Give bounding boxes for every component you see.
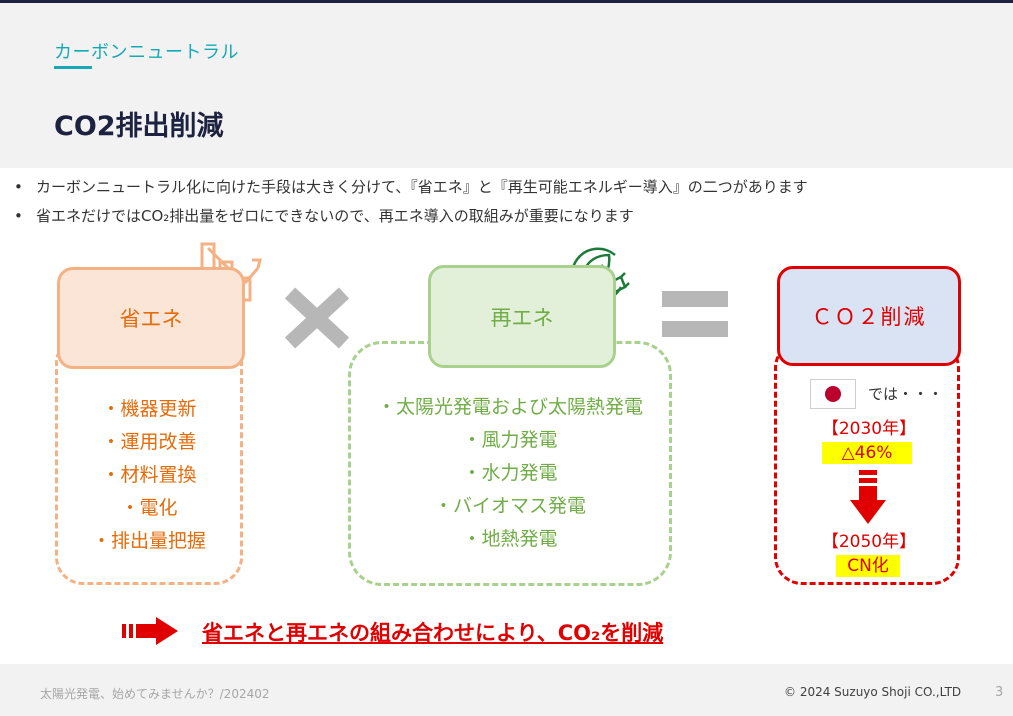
list-item: ・機器更新 [101, 398, 197, 420]
header-band [0, 3, 1013, 168]
list-item: ・運用改善 [101, 431, 197, 453]
energy-saving-label: 省エネ [57, 267, 245, 369]
footer-title: 太陽光発電、始めてみませんか？/202402 [40, 687, 270, 701]
year-2050: 【2050年】 [821, 532, 917, 552]
top-bar [0, 0, 1013, 3]
list-item: ・水力発電 [462, 462, 558, 484]
page-title: CO2排出削減 [54, 111, 224, 142]
conclusion-text: 省エネと再エネの組み合わせにより、CO₂を削減 [202, 621, 664, 645]
energy-saving-list: ・機器更新 ・運用改善 ・材料置換 ・電化 ・排出量把握 [57, 393, 241, 558]
down-arrow-icon [850, 470, 886, 524]
bullet-dot: • [14, 207, 23, 225]
year-2030: 【2030年】 [821, 419, 917, 439]
equals-icon [662, 291, 728, 337]
japan-suffix: では・・・ [868, 385, 944, 403]
renewable-list: ・太陽光発電および太陽熱発電 ・風力発電 ・水力発電 ・バイオマス発電 ・地熱発… [352, 391, 668, 556]
bullet-item: • カーボンニュートラル化に向けた手段は大きく分けて、『省エネ』と『再生可能エネル… [14, 173, 808, 202]
bullet-text: カーボンニュートラル化に向けた手段は大きく分けて、『省エネ』と『再生可能エネルギ… [36, 178, 808, 196]
target-2050: CN化 [836, 555, 900, 577]
multiply-icon [284, 287, 350, 349]
renewable-label: 再エネ [428, 265, 616, 368]
bullet-list: • カーボンニュートラル化に向けた手段は大きく分けて、『省エネ』と『再生可能エネル… [14, 173, 808, 231]
list-item: ・排出量把握 [91, 530, 206, 552]
footer-band [0, 664, 1013, 716]
bullet-text: 省エネだけではCO₂排出量をゼロにできないので、再エネ導入の取組みが重要になりま… [36, 207, 634, 225]
conclusion-arrow-icon [122, 617, 178, 645]
co2-reduction-label: ＣＯ２削減 [777, 266, 961, 366]
bullet-dot: • [14, 178, 23, 196]
list-item: ・風力発電 [462, 429, 558, 451]
list-item: ・地熱発電 [462, 528, 558, 550]
target-2030: △46% [822, 442, 912, 464]
page-number: 3 [995, 685, 1004, 700]
list-item: ・電化 [120, 497, 178, 519]
japan-flag-icon [810, 379, 856, 409]
bullet-item: • 省エネだけではCO₂排出量をゼロにできないので、再エネ導入の取組みが重要になり… [14, 202, 808, 231]
section-subtitle: カーボンニュートラル [54, 42, 239, 63]
list-item: ・太陽光発電および太陽熱発電 [376, 396, 643, 418]
list-item: ・材料置換 [101, 464, 197, 486]
list-item: ・バイオマス発電 [433, 495, 586, 517]
footer-copyright: © 2024 Suzuyo Shoji CO.,LTD [784, 685, 962, 699]
subtitle-underline [54, 66, 92, 69]
